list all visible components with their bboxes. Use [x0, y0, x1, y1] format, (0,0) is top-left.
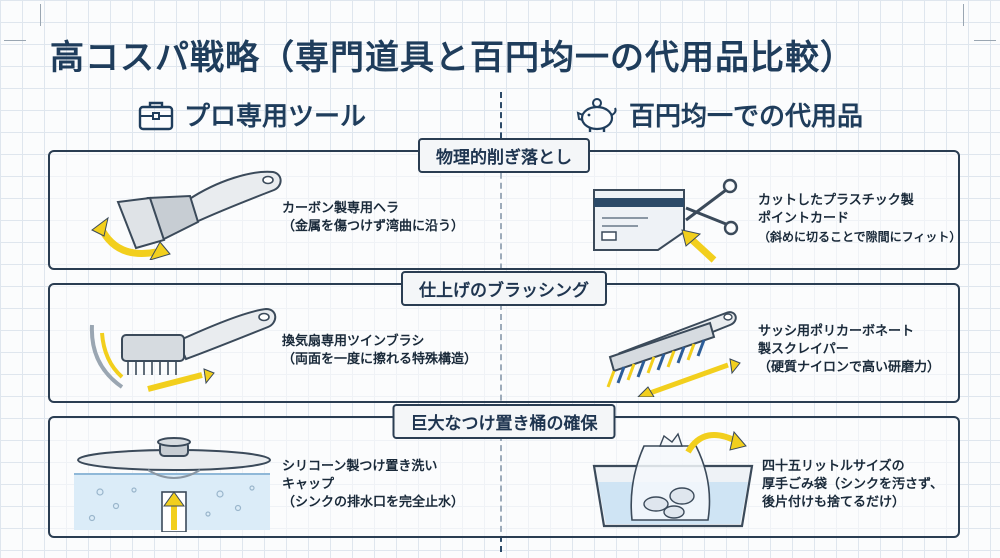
section-label: 物理的削ぎ落とし — [418, 138, 590, 173]
pro-tool-name-cont: キャップ — [282, 477, 335, 492]
alt-tool-name-cont: ポイントカード — [758, 211, 850, 226]
page-title: 高コスパ戦略（専門道具と百円均一の代用品比較） — [50, 38, 855, 78]
alt-tool-note: （斜めに切ることで隙間にフィット） — [758, 230, 962, 244]
alt-tool-description: カットしたプラスチック製 ポイントカード （斜めに切ることで隙間にフィット） — [758, 192, 961, 246]
crop-mark — [4, 40, 26, 41]
alt-tool-description: サッシ用ポリカーボネート 製スクレイパー （硬質ナイロンで高い研磨力） — [758, 323, 940, 377]
section-label: 巨大なつけ置き桶の確保 — [392, 404, 616, 439]
crop-mark — [963, 4, 964, 26]
alt-tool-note: 後片付けも捨てるだけ） — [762, 495, 906, 510]
alt-tool-description: 四十五リットルサイズの 厚手ごみ袋（シンクを汚さず、 後片付けも捨てるだけ） — [762, 458, 943, 512]
pro-tool-note: （両面を一度に擦れる特殊構造） — [282, 352, 478, 367]
piggy-bank-icon — [576, 97, 617, 132]
pro-tool-name: カーボン製専用ヘラ — [282, 201, 400, 216]
column-header-pro-label: プロ専用ツール — [184, 102, 367, 132]
section-physical-scraping: 物理的削ぎ落とし カーボン製専用ヘラ （金属を傷つけず湾曲に沿う） カットしたプ… — [48, 138, 961, 270]
section-soaking-tub: 巨大なつけ置き桶の確保 シリコーン製つけ置き洗い キャップ （シンクの排水口を完… — [48, 404, 960, 538]
pro-tool-name: シリコーン製つけ置き洗い — [282, 459, 438, 474]
twin-brush-icon — [89, 307, 277, 392]
card-scissors-icon — [593, 178, 739, 263]
pro-tool-description: シリコーン製つけ置き洗い キャップ （シンクの排水口を完全止水） — [282, 458, 464, 512]
alt-tool-note: （硬質ナイロンで高い研磨力） — [758, 360, 941, 375]
sink-cap-icon — [74, 437, 271, 532]
alt-tool-name: サッシ用ポリカーボネート — [758, 324, 915, 339]
briefcase-icon — [138, 101, 174, 130]
column-header-alt: 百円均一での代用品 — [575, 96, 863, 133]
column-header-pro: プロ専用ツール — [138, 96, 366, 133]
pro-tool-note: （シンクの排水口を完全止水） — [282, 495, 465, 510]
pro-tool-name: 換気扇専用ツインブラシ — [282, 334, 425, 349]
alt-tool-name-cont: 製スクレイパー — [758, 342, 849, 357]
alt-tool-name: カットしたプラスチック製 — [758, 193, 914, 208]
pro-tool-note: （金属を傷つけず湾曲に沿う） — [282, 219, 465, 234]
crop-mark — [974, 40, 996, 41]
garbage-bag-icon — [592, 430, 754, 528]
column-header-alt-label: 百円均一での代用品 — [629, 102, 864, 132]
pro-tool-description: カーボン製専用ヘラ （金属を傷つけず湾曲に沿う） — [282, 200, 464, 236]
pro-tool-description: 換気扇専用ツインブラシ （両面を一度に擦れる特殊構造） — [282, 333, 477, 369]
sash-brush-icon — [606, 311, 741, 397]
section-label: 仕上げのブラッシング — [401, 271, 607, 306]
alt-tool-name: 四十五リットルサイズの — [762, 459, 905, 474]
scraper-icon — [91, 170, 282, 260]
crop-mark — [40, 4, 41, 26]
alt-tool-name-cont: 厚手ごみ袋（シンクを汚さず、 — [762, 477, 944, 492]
section-finish-brushing: 仕上げのブラッシング 換気扇専用ツインブラシ （両面を一度に擦れる特殊構造） — [48, 271, 960, 403]
